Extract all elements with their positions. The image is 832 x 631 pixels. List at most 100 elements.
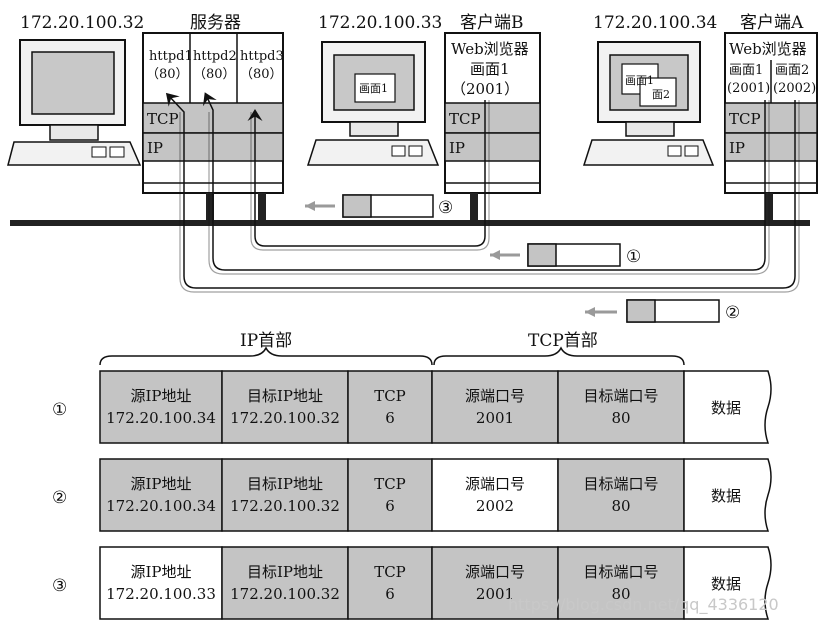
cell-dst [221, 546, 349, 620]
cell-dst-value: 172.20.100.32 [230, 409, 340, 427]
cell-dst-label: 目标IP地址 [247, 475, 323, 493]
httpd2-port: （80） [193, 67, 236, 82]
client-b-ip-label: 172.20.100.33 [318, 13, 442, 33]
connection-a2002-to-httpd1 [165, 92, 796, 289]
cell-data-label: 数据 [711, 487, 741, 505]
cell-proto-value: 6 [385, 497, 395, 515]
cell-src [99, 546, 223, 620]
cell-proto [347, 370, 433, 444]
cell-proto-label: TCP [374, 387, 406, 405]
tcp-header-brace [433, 346, 685, 366]
cell-dst [221, 458, 349, 532]
connection-a2001-to-httpd2 [203, 92, 766, 271]
row-marker: ② [52, 488, 67, 508]
cell-sport-value: 2002 [476, 497, 514, 515]
packet-3-icon [305, 194, 434, 218]
cell-dport [557, 370, 685, 444]
packet-1-marker: ① [626, 247, 641, 267]
httpd2-label: httpd2 [193, 49, 237, 64]
server-tcp-layer: TCP [147, 110, 179, 128]
cell-src-value: 172.20.100.34 [106, 497, 216, 515]
cell-sport-value: 2001 [476, 585, 514, 603]
packet-row-3: ③ 源IP地址 172.20.100.33 目标IP地址 172.20.100.32 TC… [52, 546, 772, 620]
cell-proto-label: TCP [374, 475, 406, 493]
cell-src-label: 源IP地址 [130, 387, 191, 405]
watermark: https://blog.csdn.net/qq_4336120 [508, 595, 779, 615]
client-b-ip-layer: IP [449, 139, 465, 157]
cell-proto-label: TCP [374, 563, 406, 581]
cell-dport-label: 目标端口号 [583, 563, 658, 581]
client-a-monitor-screen2: 面2 [652, 88, 670, 101]
cell-dst [221, 370, 349, 444]
httpd1-port: （80） [146, 67, 189, 82]
cell-data [683, 546, 772, 620]
client-b-title: 客户端B [460, 13, 524, 33]
packet-2-icon [585, 299, 720, 323]
cell-src-value: 172.20.100.34 [106, 409, 216, 427]
row-marker: ③ [52, 576, 67, 596]
client-a-port1-label: (2001) [727, 81, 770, 96]
ip-header-label: IP首部 [240, 331, 292, 351]
client-b-monitor-screen: 画面1 [359, 82, 388, 95]
client-b-protocol-stack [444, 32, 541, 220]
server-title: 服务器 [190, 13, 241, 33]
connection-b-to-httpd3-shadow [250, 100, 490, 251]
connection-b-to-httpd3 [247, 100, 486, 247]
cell-dport-label: 目标端口号 [583, 387, 658, 405]
cell-dport [557, 546, 685, 620]
cell-proto [347, 546, 433, 620]
client-b-port-label: （2001） [451, 80, 519, 98]
client-b-screen-label: 画面1 [470, 60, 510, 78]
cell-sport-value: 2001 [476, 409, 514, 427]
cell-src [99, 458, 223, 532]
client-b-computer-icon [306, 41, 440, 166]
server-ip-label: 172.20.100.32 [20, 13, 144, 33]
server-ip-layer: IP [147, 139, 163, 157]
cell-dport-label: 目标端口号 [583, 475, 658, 493]
cell-dport-value: 80 [611, 409, 630, 427]
client-a-monitor-screen1: 画面1 [625, 74, 654, 87]
cell-dport-value: 80 [611, 497, 630, 515]
packet-2-marker: ② [725, 303, 740, 323]
connection-a2001-to-httpd2-shadow [208, 100, 770, 275]
packet-3-marker: ③ [438, 198, 453, 218]
cell-sport [431, 458, 559, 532]
cell-dst-value: 172.20.100.32 [230, 497, 340, 515]
client-a-ip-label: 172.20.100.34 [593, 13, 717, 33]
client-a-tcp-layer: TCP [729, 110, 761, 128]
client-b-tcp-layer: TCP [449, 110, 481, 128]
client-a-title: 客户端A [740, 13, 804, 33]
packet-1-icon [490, 243, 621, 267]
packet-rows: ①源IP地址172.20.100.34目标IP地址172.20.100.32TC… [52, 370, 772, 620]
packet-row-2: ②源IP地址172.20.100.34目标IP地址172.20.100.32TC… [52, 458, 772, 532]
client-a-computer-icon [582, 41, 715, 166]
client-a-browser-label: Web浏览器 [729, 40, 807, 58]
cell-data [683, 458, 772, 532]
cell-proto-value: 6 [385, 585, 395, 603]
cell-dport [557, 458, 685, 532]
httpd3-port: （80） [240, 67, 283, 82]
cell-proto-value: 6 [385, 409, 395, 427]
client-a-port2-label: (2002) [773, 81, 816, 96]
cell-dst-label: 目标IP地址 [247, 563, 323, 581]
client-a-screen1-label: 画面1 [729, 63, 763, 78]
cell-sport [431, 370, 559, 444]
cell-proto [347, 458, 433, 532]
cell-sport [431, 546, 559, 620]
connection-a2002-to-httpd1-shadow [179, 100, 800, 293]
cell-data-label: 数据 [711, 575, 741, 593]
client-a-screen2-label: 画面2 [775, 63, 809, 78]
cell-src-label: 源IP地址 [130, 563, 191, 581]
row-marker: ① [52, 400, 67, 420]
ip-header-brace [99, 346, 433, 366]
cell-dst-value: 172.20.100.32 [230, 585, 340, 603]
httpd3-label: httpd3 [240, 49, 284, 64]
cell-data-label: 数据 [711, 399, 741, 417]
cell-src-value: 172.20.100.33 [106, 585, 216, 603]
client-b-browser-label: Web浏览器 [451, 40, 529, 58]
client-a-ip-layer: IP [729, 139, 745, 157]
cell-src [99, 370, 223, 444]
packet-row-1: ①源IP地址172.20.100.34目标IP地址172.20.100.32TC… [52, 370, 772, 444]
httpd1-label: httpd1 [149, 49, 193, 64]
